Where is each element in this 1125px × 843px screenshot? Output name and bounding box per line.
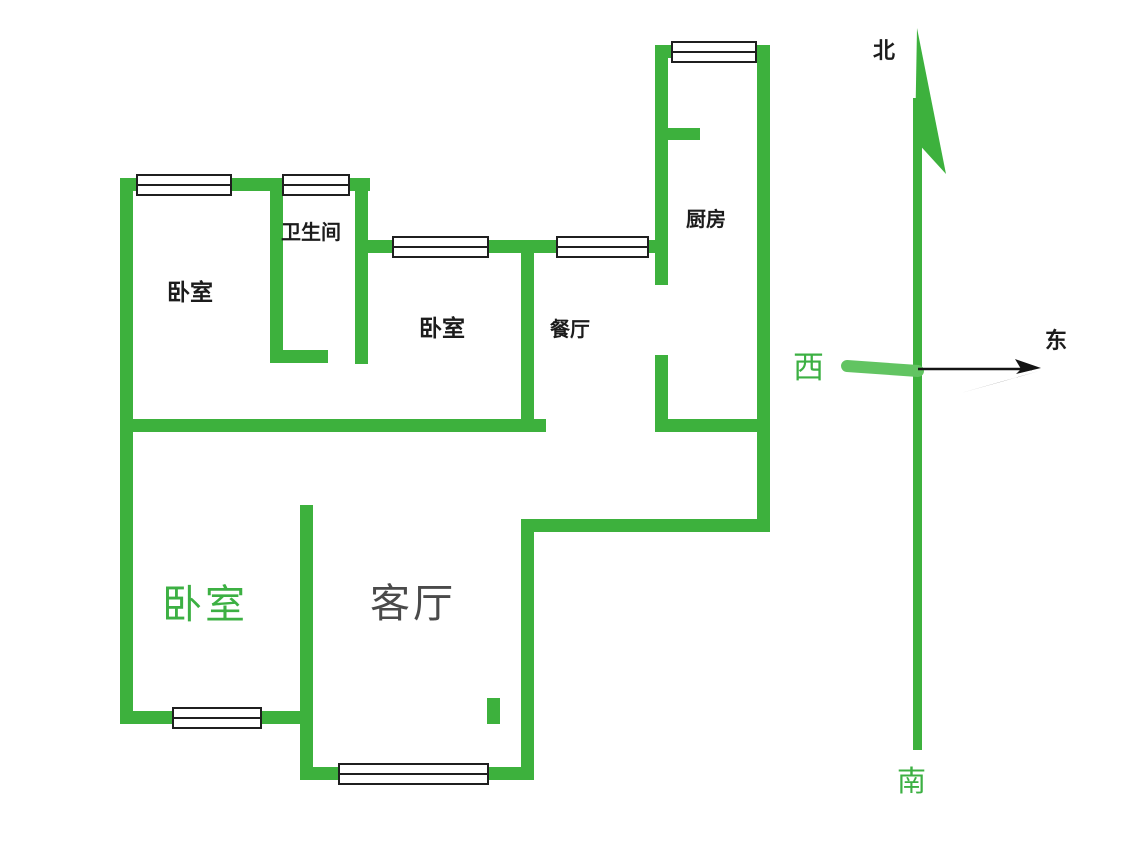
room-label-bedroom-sw: 卧室 [162,582,248,628]
wall-kitchen-bottom [655,419,770,432]
room-label-dining: 餐厅 [550,317,590,341]
compass-label-south: 南 [897,764,927,798]
wall-middle-horizontal [120,419,546,432]
wall-kitchen-counter-stub [655,128,700,140]
compass-east-wedge [961,371,1039,393]
room-label-kitchen: 厨房 [686,207,726,231]
wall-bathroom-right [355,186,368,364]
compass-label-west: 西 [793,350,824,386]
compass-north-needle [915,28,946,174]
wall-bathroom-left [270,186,283,358]
window-bedroom-mid [392,236,489,258]
wall-kitchen-left-upper [655,45,668,285]
room-label-bathroom: 卫生间 [281,220,341,244]
wall-living-top [521,519,770,532]
wall-bedroom-mid-right [521,240,534,432]
window-living [338,763,489,785]
wall-bathroom-bottom [270,350,328,363]
room-label-bedroom-mid: 卧室 [419,316,465,342]
compass-ns-axis [913,98,922,750]
compass-label-north: 北 [873,38,896,64]
compass-label-east: 东 [1045,328,1068,354]
window-bedroom-sw [172,707,262,729]
wall-kitchen-left-lower [655,355,668,432]
room-label-bedroom-nw: 卧室 [167,280,213,306]
room-label-living: 客厅 [370,581,456,627]
wall-bottom-step [300,711,313,780]
wall-living-right [521,519,534,780]
compass-east-arrowhead [1015,359,1041,374]
compass-west-needle [841,360,924,377]
wall-left-outer [120,178,133,724]
window-bedroom-nw-1 [136,174,232,196]
wall-bedroom-sw-right [300,505,313,724]
window-kitchen [671,41,757,63]
wall-kitchen-right [757,45,770,532]
window-dining [556,236,649,258]
wall-entry-stub [487,698,500,724]
window-bathroom [282,174,350,196]
